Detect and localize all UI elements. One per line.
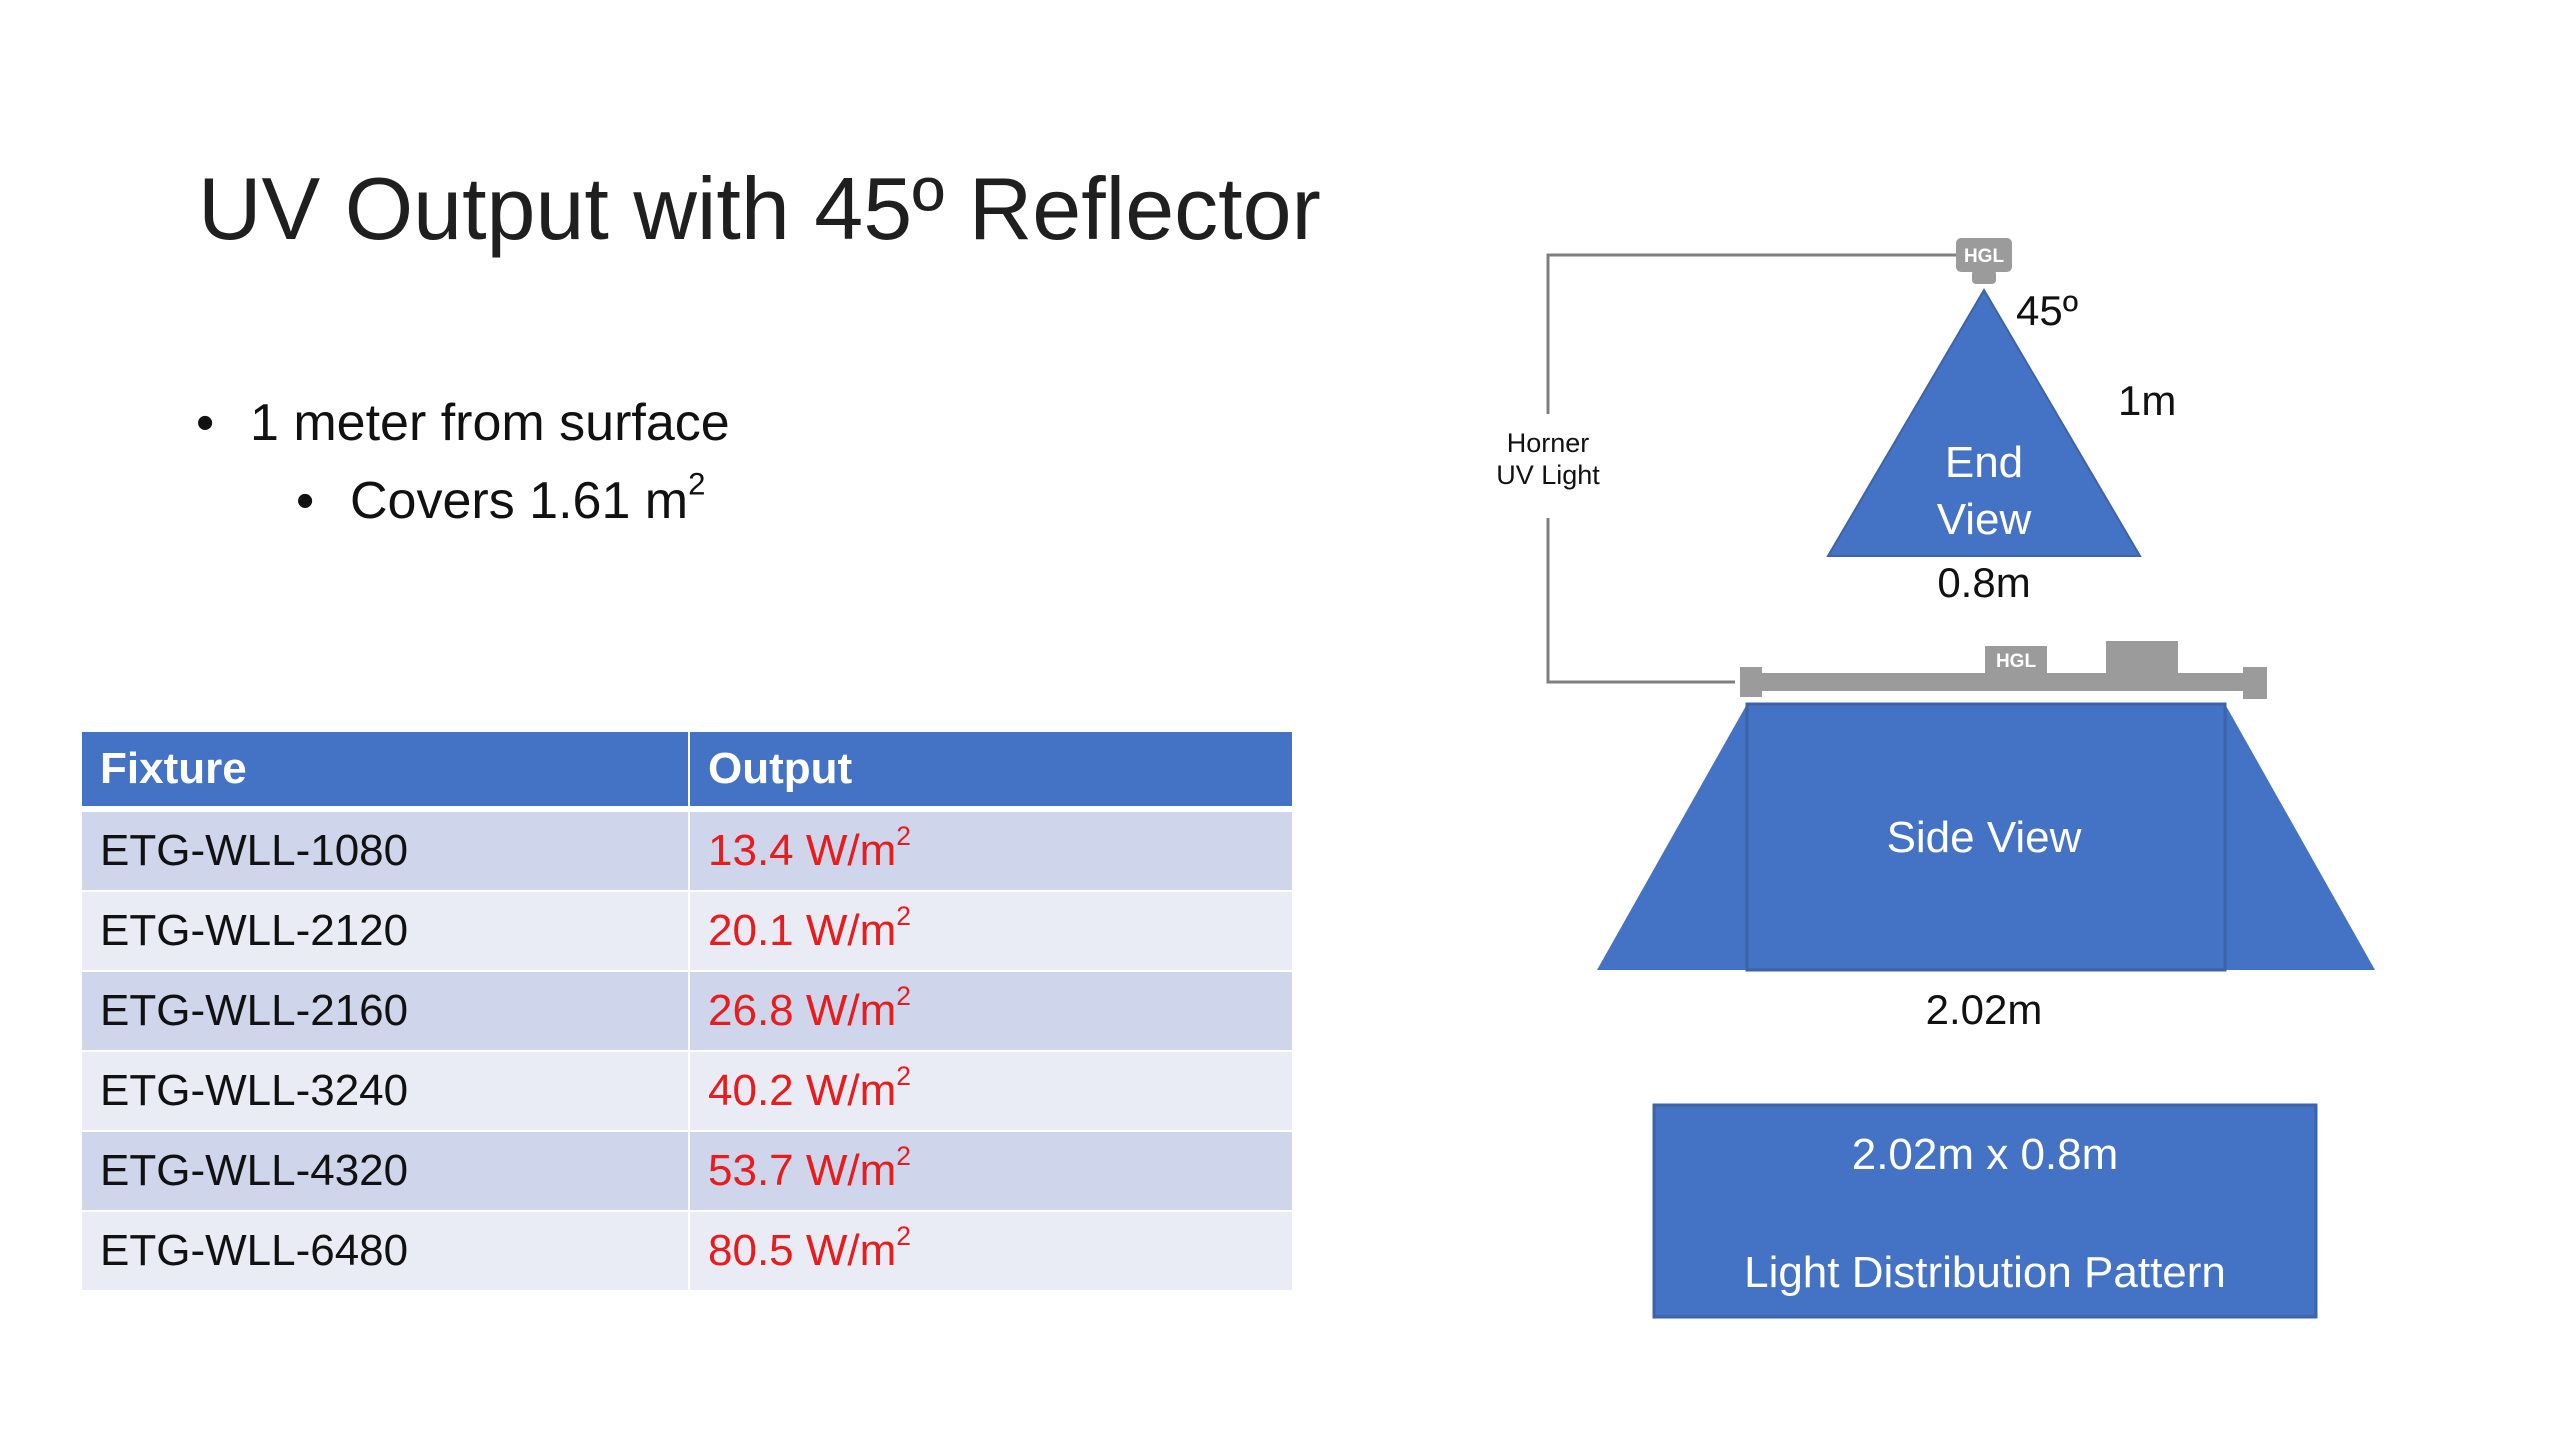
bullet-glyph: • — [196, 394, 215, 452]
table-row: ETG-WLL-3240 40.2 W/m2 — [80, 1050, 1294, 1132]
bullet-coverage-text: Covers 1.61 m — [350, 472, 689, 530]
table-row: ETG-WLL-4320 53.7 W/m2 — [80, 1130, 1294, 1212]
fixture-cell: ETG-WLL-6480 — [80, 1210, 690, 1292]
bullet-distance: • 1 meter from surface — [196, 397, 730, 449]
slide-title: UV Output with 45º Reflector — [198, 159, 1321, 258]
output-cell: 20.1 W/m2 — [688, 890, 1294, 972]
pattern-label: Light Distribution Pattern — [1744, 1248, 2226, 1297]
callout-line-top — [1546, 253, 1964, 414]
table-row: ETG-WLL-2120 20.1 W/m2 — [80, 890, 1294, 972]
bullet-distance-text: 1 meter from surface — [250, 394, 730, 452]
output-cell: 80.5 W/m2 — [688, 1210, 1294, 1292]
header-fixture: Fixture — [80, 730, 690, 812]
table-row: ETG-WLL-1080 13.4 W/m2 — [80, 808, 1294, 892]
side-view-label: Side View — [1887, 813, 2082, 862]
output-cell: 26.8 W/m2 — [688, 970, 1294, 1052]
end-view-fixture: HGL — [1956, 238, 2012, 284]
hgl-logo-end: HGL — [1964, 246, 2005, 267]
side-view-fixture: HGL — [1740, 641, 2267, 699]
callout-label-line2: UV Light — [1496, 460, 1600, 490]
output-cell: 13.4 W/m2 — [688, 808, 1294, 892]
callout-line-bottom — [1546, 518, 1735, 684]
output-cell: 40.2 W/m2 — [688, 1050, 1294, 1132]
fixture-cell: ETG-WLL-3240 — [80, 1050, 690, 1132]
height-label: 1m — [2118, 377, 2176, 424]
hgl-logo-side: HGL — [1996, 651, 2037, 672]
table-row: ETG-WLL-2160 26.8 W/m2 — [80, 970, 1294, 1052]
light-distribution-box — [1652, 1103, 2318, 1319]
table-header-row: Fixture Output — [80, 730, 1294, 812]
header-output: Output — [688, 730, 1294, 812]
end-view-triangle — [1826, 288, 2142, 557]
end-view-label-line2: View — [1937, 495, 2032, 544]
bullet-glyph: • — [296, 472, 315, 530]
fixture-cell: ETG-WLL-2160 — [80, 970, 690, 1052]
side-view-center-panel — [1745, 702, 2227, 972]
fixture-cell: ETG-WLL-2120 — [80, 890, 690, 972]
pattern-dimensions: 2.02m x 0.8m — [1852, 1130, 2119, 1179]
fixture-cell: ETG-WLL-4320 — [80, 1130, 690, 1212]
output-cell: 53.7 W/m2 — [688, 1130, 1294, 1212]
end-width-label: 0.8m — [1937, 559, 2030, 606]
callout-label-line1: Horner — [1507, 428, 1590, 458]
end-view-label-line1: End — [1945, 438, 2023, 487]
angle-label: 45º — [2016, 287, 2078, 334]
table-row: ETG-WLL-6480 80.5 W/m2 — [80, 1210, 1294, 1292]
bullet-coverage: • Covers 1.61 m2 — [296, 469, 706, 530]
side-width-label: 2.02m — [1926, 986, 2043, 1033]
fixture-cell: ETG-WLL-1080 — [80, 808, 690, 892]
fixture-output-table: Fixture Output ETG-WLL-1080 13.4 W/m2 ET… — [80, 730, 1294, 1292]
bullet-coverage-superscript: 2 — [688, 466, 706, 502]
